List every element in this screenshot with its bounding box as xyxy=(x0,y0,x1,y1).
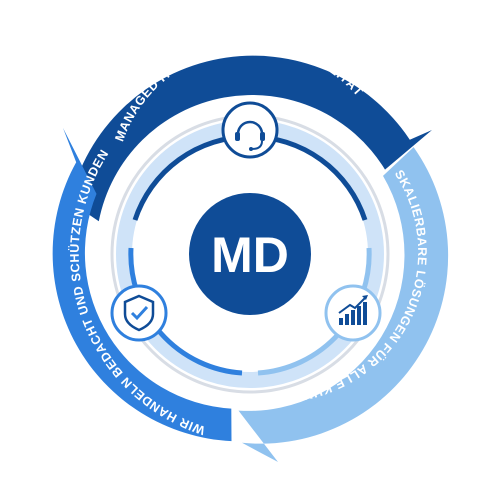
growth-chart-icon xyxy=(324,284,382,342)
inner-ring-accent-left xyxy=(128,247,243,376)
center-circle xyxy=(189,193,311,315)
segment-band-top xyxy=(69,55,433,222)
center-label: MD xyxy=(211,227,289,283)
headset-icon xyxy=(221,101,279,159)
segment-band-right xyxy=(238,147,449,462)
shield-check-icon xyxy=(110,284,168,342)
segment-band-left xyxy=(52,128,232,442)
